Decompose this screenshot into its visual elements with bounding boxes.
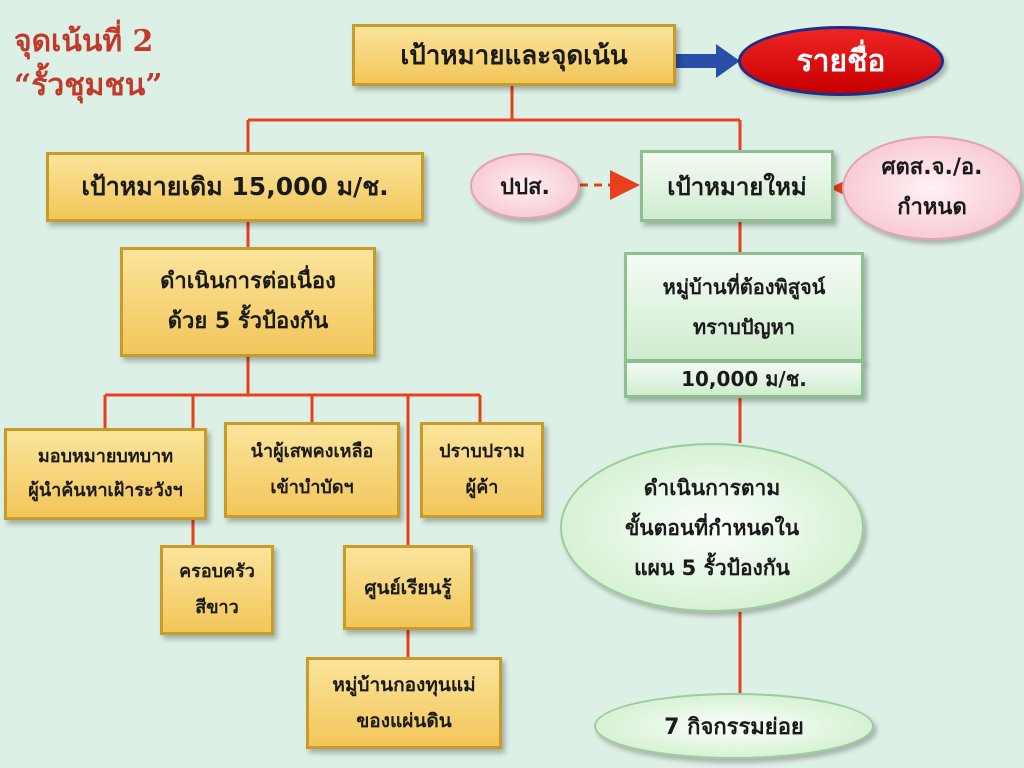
learning-center-box: ศูนย์เรียนรู้	[343, 545, 473, 630]
popos-pill: ปปส.	[470, 153, 580, 219]
old-target-label: เป้าหมายเดิม 15,000 ม/ช.	[81, 172, 389, 201]
prove-count-label: 10,000 ม/ช.	[681, 367, 807, 391]
bring-addicts-line-2: เข้าบำบัดฯ	[270, 477, 354, 498]
suppress-dealers-box: ปราบปราม ผู้ค้า	[420, 422, 544, 518]
follow-steps-line-1: ดำเนินการตาม	[643, 475, 781, 500]
set-by-line-1: ศตส.จ./อ.	[881, 155, 983, 180]
new-target-box: เป้าหมายใหม่	[640, 150, 834, 222]
goals-focus-box: เป้าหมายและจุดเน้น	[352, 24, 676, 86]
white-family-line-2: สีขาว	[195, 597, 239, 618]
motherland-village-box: หมู่บ้านกองทุนแม่ ของแผ่นดิน	[306, 657, 502, 749]
suppress-dealers-line-1: ปราบปราม	[439, 441, 525, 462]
sub-activities-oval: 7 กิจกรรมย่อย	[594, 693, 874, 759]
assign-roles-line-1: มอบหมายบทบาท	[37, 446, 174, 467]
continue-ops-line-2: ด้วย 5 รั้วป้องกัน	[167, 309, 329, 334]
goals-focus-label: เป้าหมายและจุดเน้น	[400, 40, 628, 71]
prove-villages-box: หมู่บ้านที่ต้องพิสูจน์ ทราบปัญหา	[624, 252, 864, 362]
bring-addicts-line-1: นำผู้เสพคงเหลือ	[250, 441, 374, 462]
name-list-label: รายชื่อ	[796, 43, 886, 79]
assign-roles-line-2: ผู้นำค้นหาเฝ้าระวังฯ	[28, 480, 183, 501]
white-family-box: ครอบครัว สีขาว	[160, 545, 274, 635]
set-by-pill: ศตส.จ./อ. กำหนด	[842, 136, 1022, 240]
prove-villages-line-2: ทราบปัญหา	[692, 315, 795, 339]
continue-ops-line-1: ดำเนินการต่อเนื่อง	[160, 269, 336, 294]
prove-villages-line-1: หมู่บ้านที่ต้องพิสูจน์	[662, 275, 826, 299]
assign-roles-box: มอบหมายบทบาท ผู้นำค้นหาเฝ้าระวังฯ	[4, 428, 207, 520]
motherland-village-line-1: หมู่บ้านกองทุนแม่	[332, 674, 476, 696]
name-list-pill[interactable]: รายชื่อ	[738, 26, 944, 96]
slide-heading: จุดเน้นที่ 2 “รั้วชุมชน”	[14, 20, 224, 108]
follow-steps-line-3: แผน 5 รั้วป้องกัน	[634, 555, 790, 580]
learning-center-label: ศูนย์เรียนรู้	[364, 576, 452, 599]
motherland-village-line-2: ของแผ่นดิน	[356, 710, 452, 732]
sub-activities-label: 7 กิจกรรมย่อย	[664, 714, 804, 740]
heading-line-1: จุดเน้นที่ 2	[14, 24, 154, 59]
follow-steps-oval: ดำเนินการตาม ขั้นตอนที่กำหนดใน แผน 5 รั้…	[560, 443, 864, 612]
new-target-label: เป้าหมายใหม่	[667, 172, 807, 201]
blue-arrow-icon	[670, 44, 740, 78]
prove-count-box: 10,000 ม/ช.	[624, 360, 864, 398]
follow-steps-line-2: ขั้นตอนที่กำหนดใน	[624, 515, 800, 540]
set-by-line-2: กำหนด	[897, 195, 967, 220]
popos-label: ปปส.	[500, 174, 550, 200]
white-family-line-1: ครอบครัว	[179, 561, 255, 582]
bring-addicts-box: นำผู้เสพคงเหลือ เข้าบำบัดฯ	[224, 422, 400, 518]
heading-line-2: “รั้วชุมชน”	[14, 68, 163, 103]
old-target-box: เป้าหมายเดิม 15,000 ม/ช.	[46, 152, 424, 222]
suppress-dealers-line-2: ผู้ค้า	[465, 477, 499, 498]
continue-ops-box: ดำเนินการต่อเนื่อง ด้วย 5 รั้วป้องกัน	[120, 247, 376, 357]
